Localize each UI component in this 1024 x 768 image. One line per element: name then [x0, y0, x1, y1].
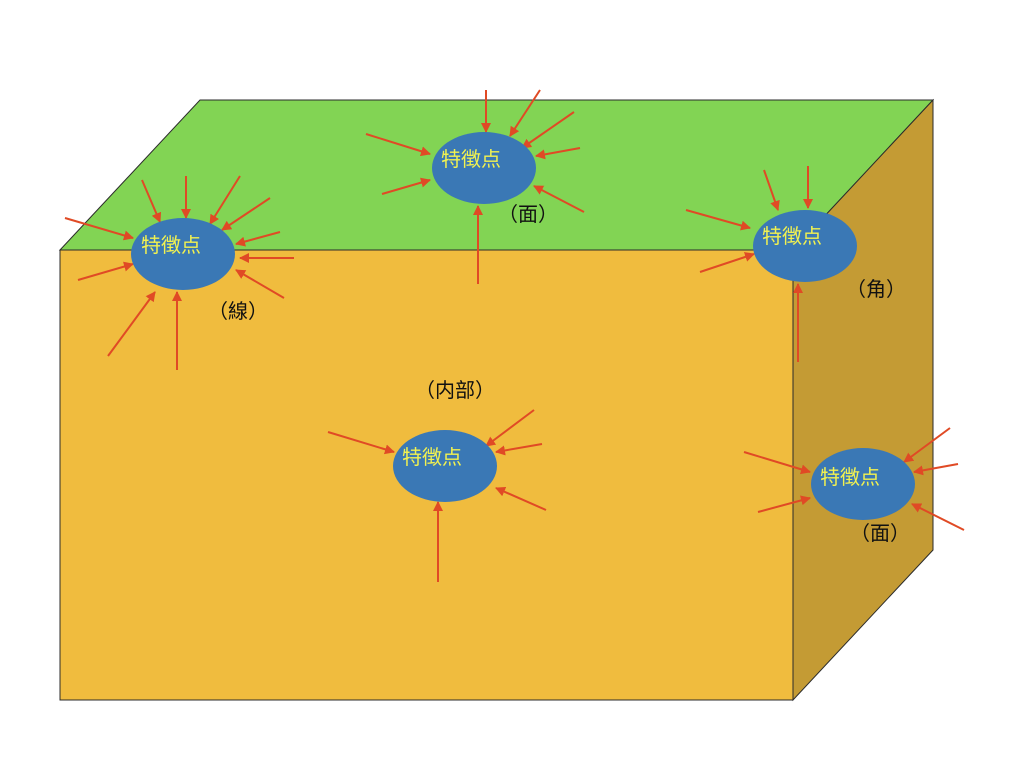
feature-caption: （内部） [415, 378, 495, 402]
feature-caption: （線） [208, 299, 268, 323]
feature-side-face: 特徴点 （面） [811, 448, 915, 545]
arrow-group [64, 89, 965, 582]
arrow [209, 175, 241, 225]
feature-label: 特徴点 [441, 147, 501, 171]
arrow [485, 409, 535, 447]
feature-corner: 特徴点 （角） [753, 210, 906, 301]
arrow [77, 261, 134, 281]
arrow [235, 269, 285, 299]
feature-ellipse [753, 210, 857, 282]
arrow [381, 177, 431, 195]
feature-ellipse [811, 448, 915, 520]
feature-edge-line: 特徴点 （線） [131, 218, 268, 323]
arrow [743, 451, 811, 475]
arrow [685, 209, 751, 231]
arrow [521, 111, 575, 149]
feature-label: 特徴点 [820, 465, 880, 489]
feature-caption: （角） [846, 277, 906, 301]
arrow [509, 89, 541, 137]
arrow [913, 463, 959, 476]
arrow [903, 427, 951, 463]
feature-interior: 特徴点 （内部） [393, 378, 497, 502]
arrow [911, 503, 965, 531]
arrow [533, 185, 585, 213]
arrow [107, 291, 156, 357]
feature-label: 特徴点 [402, 445, 462, 469]
feature-top-face: 特徴点 （面） [432, 132, 558, 226]
arrow [699, 252, 755, 273]
arrow [327, 431, 395, 455]
arrow [535, 147, 581, 160]
feature-caption: （面） [498, 202, 558, 226]
feature-label: 特徴点 [762, 224, 822, 248]
arrow [757, 495, 811, 513]
feature-label: 特徴点 [141, 233, 201, 257]
arrow [495, 443, 543, 456]
feature-ellipse [393, 430, 497, 502]
arrow [365, 133, 431, 157]
arrow [235, 231, 281, 247]
arrow [64, 217, 134, 241]
feature-caption: （面） [850, 521, 910, 545]
arrow [763, 169, 780, 211]
arrow [141, 179, 162, 223]
feature-ellipse [432, 132, 536, 204]
arrow [221, 197, 271, 231]
arrow [495, 487, 547, 511]
feature-ellipse [131, 218, 235, 290]
